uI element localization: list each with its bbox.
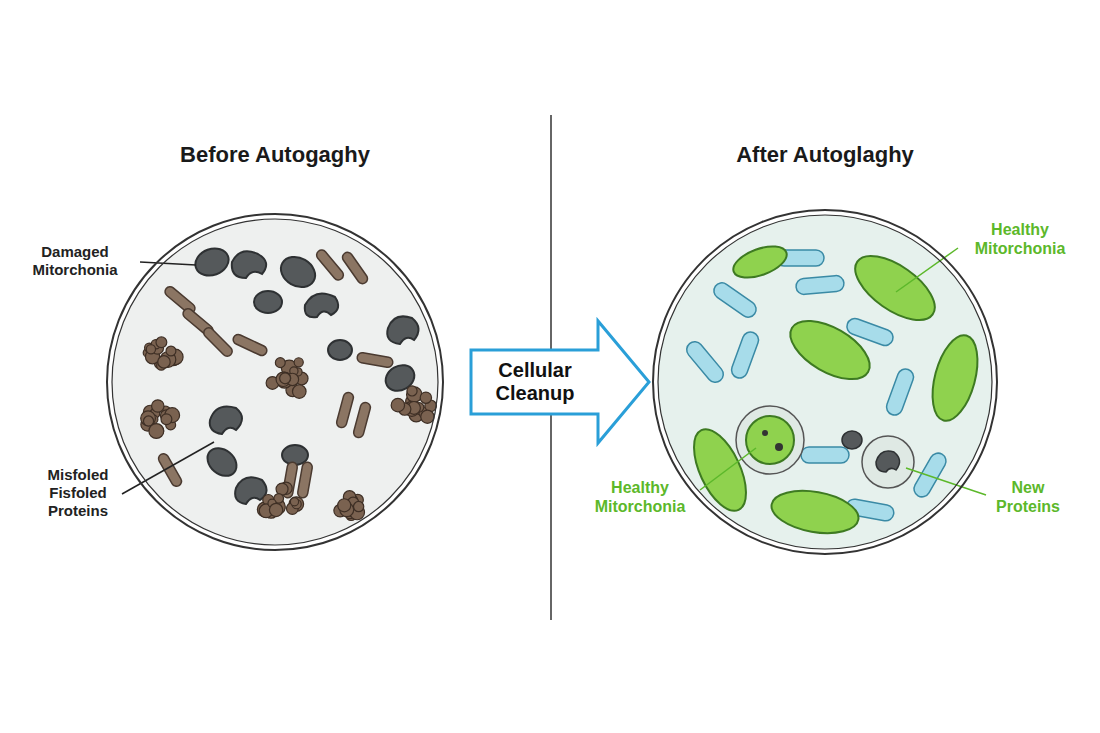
cell-cytoplasm — [112, 219, 438, 545]
callout-label: New Proteins — [988, 478, 1068, 516]
damaged-rods — [157, 248, 394, 499]
damaged-mitochondria — [192, 244, 419, 504]
callout-label: Healthy Mitorchonia — [960, 220, 1080, 258]
leader-lines — [122, 248, 986, 495]
arrow-label: Cellular Cleanup — [474, 359, 596, 405]
healthy-mitochondria — [683, 240, 985, 539]
protein-aggregates — [141, 337, 437, 521]
callout-label: Healthy Mitorchonia — [580, 478, 700, 516]
cell-outline — [650, 142, 1000, 567]
callout-label: Damaged Mitorchonia — [10, 243, 140, 279]
cell-circle: After Autoglaghy — [650, 142, 1000, 567]
cell-circle: Before Autogaghy — [105, 142, 445, 562]
cell-heading: After Autoglaghy — [650, 142, 1000, 168]
new-protein-vesicle — [842, 431, 914, 488]
cell-outline — [105, 142, 445, 562]
callout-label: Misfoled Fisfoled Proteins — [38, 466, 118, 520]
nucleus — [736, 406, 804, 474]
process-arrow: Cellular Cleanup — [468, 318, 652, 446]
cell-heading: Before Autogaghy — [105, 142, 445, 168]
cell-cytoplasm — [658, 215, 992, 549]
